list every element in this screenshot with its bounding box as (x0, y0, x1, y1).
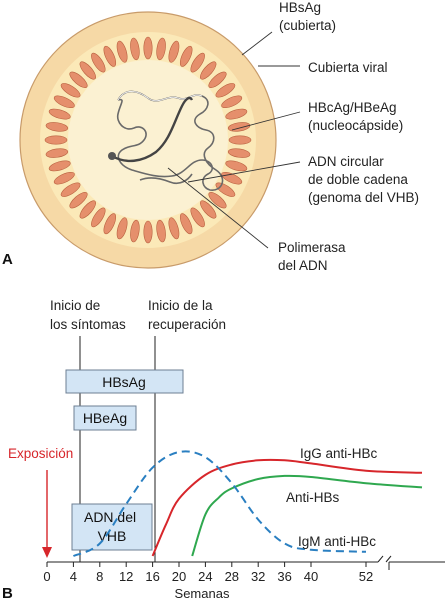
hbeag-box (73, 405, 137, 431)
capsomere (45, 148, 69, 158)
label-polymerase: Polimerasa del ADN (278, 240, 349, 273)
capsomere (215, 83, 236, 98)
dna-box (71, 503, 153, 551)
capsomere (116, 217, 128, 240)
symptoms-onset-label: Inicio de los síntomas (50, 298, 126, 332)
igg-anti-hbc-curve (151, 458, 423, 557)
axis-break (377, 555, 445, 570)
capsomere (143, 36, 153, 60)
capsomere (79, 200, 96, 219)
capsomere (45, 122, 69, 132)
label-envelope: Cubierta viral (308, 60, 388, 75)
capsomere (190, 207, 205, 228)
hbeag-box-label: HBeAg (83, 410, 127, 426)
capsomere (48, 108, 71, 120)
capsomere (156, 219, 166, 243)
capsomere (225, 160, 248, 172)
capsomere (227, 148, 251, 158)
capsomere (69, 71, 88, 88)
capsomere (53, 95, 75, 109)
x-tick-label: 24 (198, 569, 212, 584)
panel-a-letter: A (2, 251, 13, 268)
capsomere (60, 83, 81, 98)
capsomere (179, 213, 193, 235)
x-tick-label: 20 (172, 569, 186, 584)
exposure-label: Exposición (8, 446, 73, 461)
x-tick-label: 40 (304, 569, 318, 584)
panel-a: HBsAg (cubierta) Cubierta viral HBcAg/HB… (2, 0, 419, 273)
capsomere (228, 135, 252, 145)
exposure-arrow-icon (42, 470, 52, 558)
hbsag-box-label: HBsAg (102, 374, 146, 390)
capsomere (168, 217, 180, 240)
capsomere (116, 40, 128, 63)
capsomere (130, 37, 140, 61)
capsomere (156, 37, 166, 61)
igm-curve-label: IgM anti-HBc (298, 534, 376, 549)
core-interior (68, 60, 228, 220)
capsomere (103, 45, 117, 67)
capsomere (44, 135, 68, 145)
capsomere (208, 71, 227, 88)
anti-hbs-curve (191, 474, 423, 557)
x-tick-label: 8 (96, 569, 103, 584)
capsomere (200, 61, 217, 80)
panel-b-letter: B (2, 585, 13, 600)
capsomere (208, 192, 227, 209)
capsomere (168, 40, 180, 63)
polymerase-icon (108, 152, 116, 160)
x-tick-label: 16 (145, 569, 159, 584)
igg-curve-label: IgG anti-HBc (300, 446, 378, 461)
capsomere (221, 95, 243, 109)
igm-anti-hbc-curve (72, 450, 367, 557)
capsomere (225, 108, 248, 120)
tick-layer: 0 4 8 12 16 20 24 28 32 36 40 52 (43, 562, 373, 584)
series-layer (72, 450, 423, 557)
capsomere (48, 160, 71, 172)
dna-strand-inner (111, 96, 194, 163)
capsomere (79, 61, 96, 80)
label-hbsag: HBsAg (cubierta) (279, 0, 336, 33)
capsomere (200, 200, 217, 219)
capsomere (103, 213, 117, 235)
label-leaders (167, 31, 301, 249)
capsomere (179, 45, 193, 67)
x-tick-label: 52 (359, 569, 373, 584)
capsomere (53, 171, 75, 185)
capsomere (60, 182, 81, 197)
hbsag-box (65, 369, 184, 394)
x-tick-label: 4 (70, 569, 77, 584)
dna-box-label: ADN del VHB (84, 509, 140, 544)
recovery-onset-label: Inicio de la recuperación (148, 298, 226, 332)
label-nucleocapsid: HBcAg/HBeAg (nucleocápside) (308, 100, 403, 133)
x-tick-label: 0 (43, 569, 50, 584)
x-tick-label: 32 (251, 569, 265, 584)
x-tick-label: 28 (225, 569, 239, 584)
x-tick-label: 12 (119, 569, 133, 584)
panel-b: Inicio de los síntomas Inicio de la recu… (2, 298, 445, 600)
capsomere (190, 52, 205, 73)
dna-strand-tail (139, 173, 193, 185)
capsomere (69, 192, 88, 209)
capsomere (91, 207, 106, 228)
label-dna-genome: ADN circular de doble cadena (genoma del… (308, 154, 419, 205)
x-tick-label: 36 (277, 569, 291, 584)
capsomere (91, 52, 106, 73)
capsomere (130, 219, 140, 243)
capsomere (143, 220, 153, 244)
x-axis-label: Semanas (175, 586, 230, 600)
antihbs-curve-label: Anti-HBs (286, 490, 340, 505)
